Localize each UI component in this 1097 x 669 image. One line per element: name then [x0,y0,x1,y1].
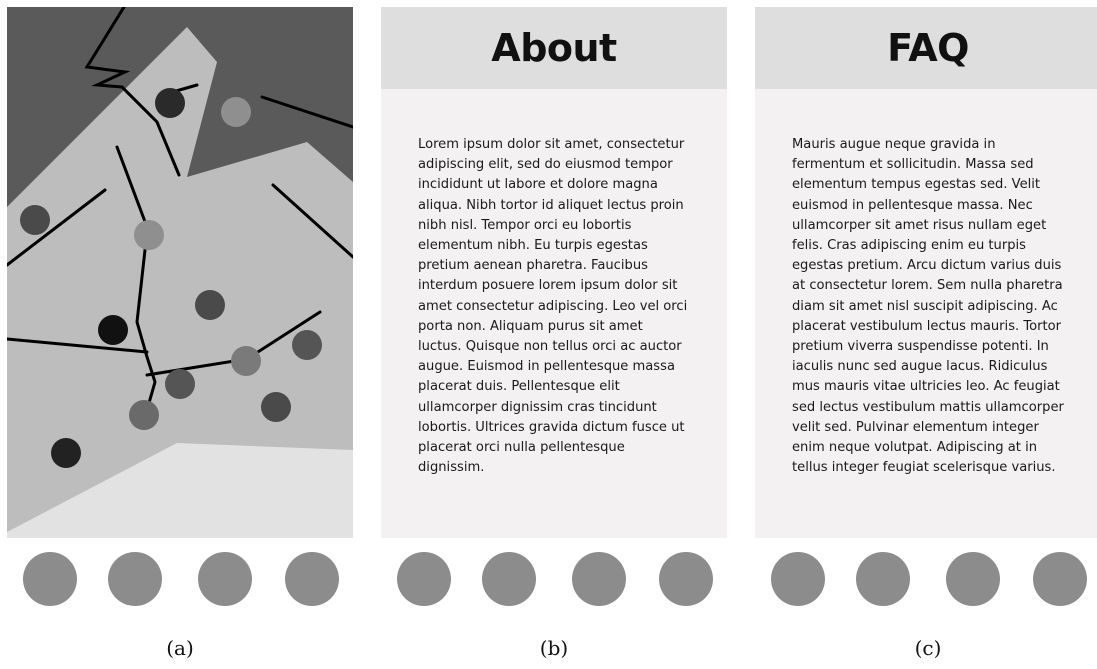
nav-dot-3[interactable] [572,552,626,606]
dot [195,290,225,320]
nav-dot-4[interactable] [285,552,339,606]
nav-dots-a [7,552,353,608]
dot [129,400,159,430]
nav-dot-1[interactable] [23,552,77,606]
nav-dot-4[interactable] [659,552,713,606]
dot [20,205,50,235]
faq-title: FAQ [887,26,969,70]
faq-body-text: Mauris augue neque gravida in fermentum … [792,137,1064,476]
caption-b: (b) [539,636,569,660]
caption-a: (a) [166,636,194,660]
faq-header: FAQ [755,7,1097,89]
nav-dots-b [381,552,727,608]
dot [165,369,195,399]
about-header: About [381,7,727,89]
about-page-panel: About Lorem ipsum dolor sit amet, consec… [381,7,727,538]
dot [134,220,164,250]
scatter-dots [20,88,322,468]
faq-page-panel: FAQ Mauris augue neque gravida in fermen… [755,7,1097,538]
dot [98,315,128,345]
dot [155,88,185,118]
dot [261,392,291,422]
about-body-text: Lorem ipsum dolor sit amet, consectetur … [418,137,688,476]
illustration-panel [7,7,353,538]
dot [221,97,251,127]
dot [231,346,261,376]
dot [51,438,81,468]
nav-dot-1[interactable] [771,552,825,606]
abstract-illustration [7,7,353,538]
nav-dot-3[interactable] [946,552,1000,606]
about-title: About [491,26,617,70]
nav-dot-2[interactable] [108,552,162,606]
nav-dots-c [755,552,1097,608]
nav-dot-4[interactable] [1033,552,1087,606]
nav-dot-3[interactable] [198,552,252,606]
ground-shape [7,443,353,538]
caption-c: (c) [914,636,942,660]
nav-dot-2[interactable] [856,552,910,606]
dot [292,330,322,360]
nav-dot-2[interactable] [482,552,536,606]
nav-dot-1[interactable] [397,552,451,606]
